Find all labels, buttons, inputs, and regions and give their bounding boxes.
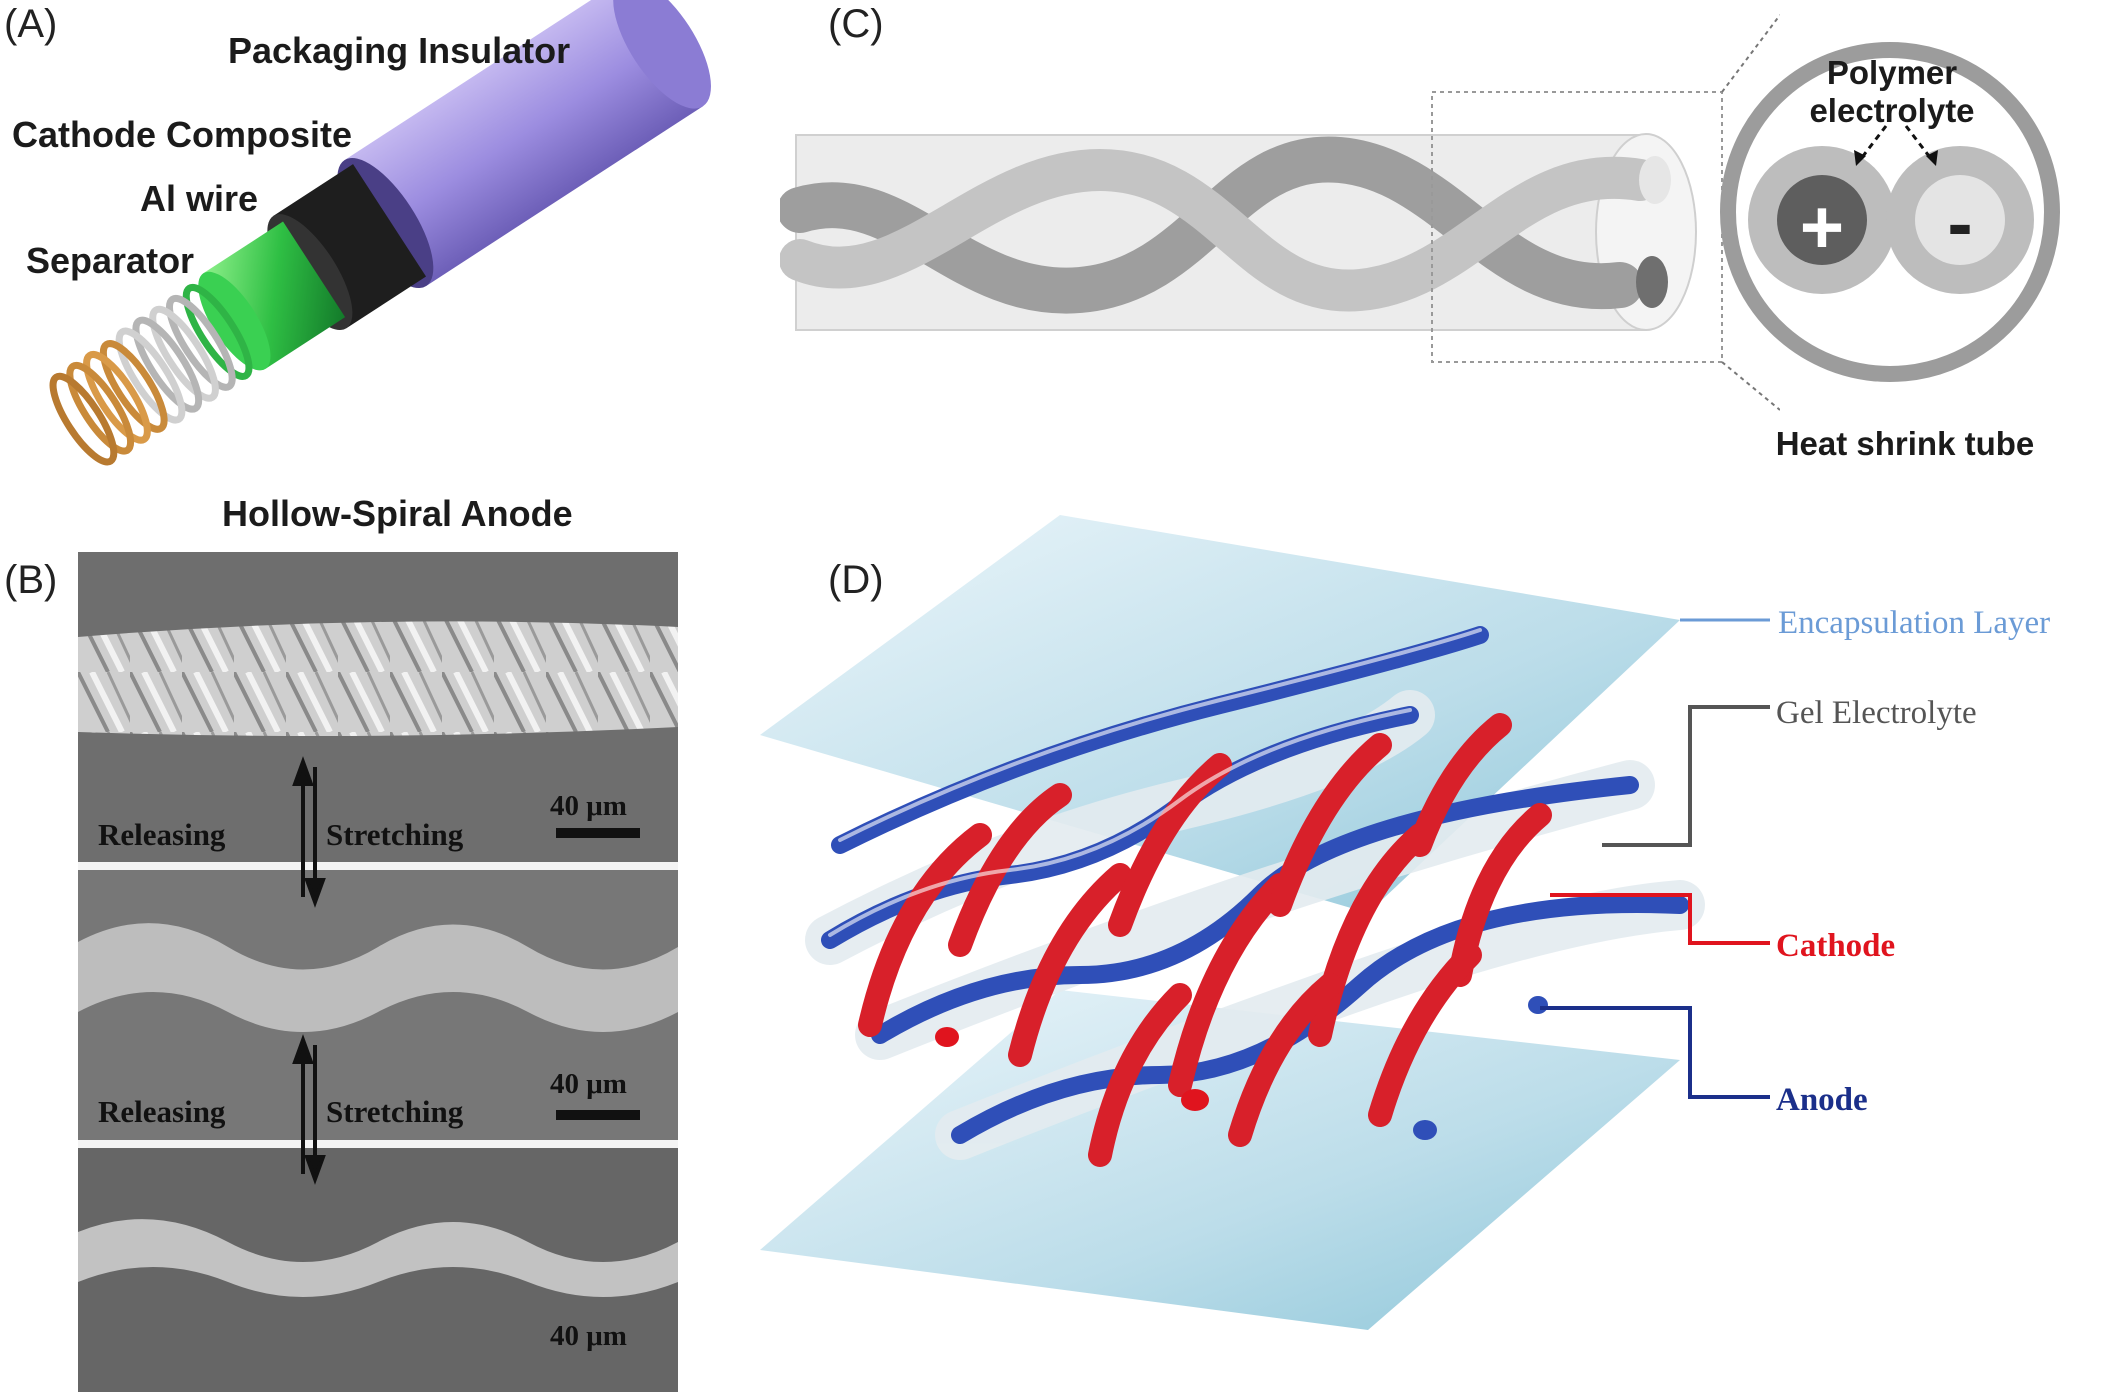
label-anode: Anode [1776,1082,1868,1118]
label-heat-shrink-tube: Heat shrink tube [1775,425,2035,462]
scale-label-3: 40 μm [550,1320,627,1352]
label-hollow-spiral-anode: Hollow-Spiral Anode [222,493,573,534]
fiber-battery-illustration [49,0,711,466]
label-stretching-1: Stretching [326,817,464,852]
panel-a-letter: (A) [4,2,58,46]
label-packaging-insulator: Packaging Insulator [228,30,571,71]
panel-b-letter: (B) [4,558,58,602]
label-stretching-2: Stretching [326,1094,464,1129]
label-cathode-composite: Cathode Composite [12,114,353,155]
woven-battery-illustration [760,515,1770,1330]
label-al-wire: Al wire [140,178,259,219]
label-releasing-2: Releasing [98,1094,226,1129]
label-encapsulation-layer: Encapsulation Layer [1778,605,2051,641]
label-gel-electrolyte: Gel Electrolyte [1776,695,1977,731]
positive-electrode-sign: + [1799,185,1845,270]
panel-d-letter: (D) [828,558,884,602]
label-polymer: Polymer [1826,54,1958,91]
panel-c-letter: (C) [828,2,884,46]
scale-label-1: 40 μm [550,790,627,822]
label-releasing-1: Releasing [98,817,226,852]
label-separator: Separator [26,240,195,281]
scale-label-2: 40 μm [550,1068,627,1100]
negative-electrode-sign: - [1947,181,1973,266]
cross-section-diagram [1720,42,2060,382]
sem-images [78,552,678,1392]
label-electrolyte: electrolyte [1809,92,1975,129]
twisted-fiber-illustration [780,14,1780,411]
label-cathode: Cathode [1776,928,1896,964]
